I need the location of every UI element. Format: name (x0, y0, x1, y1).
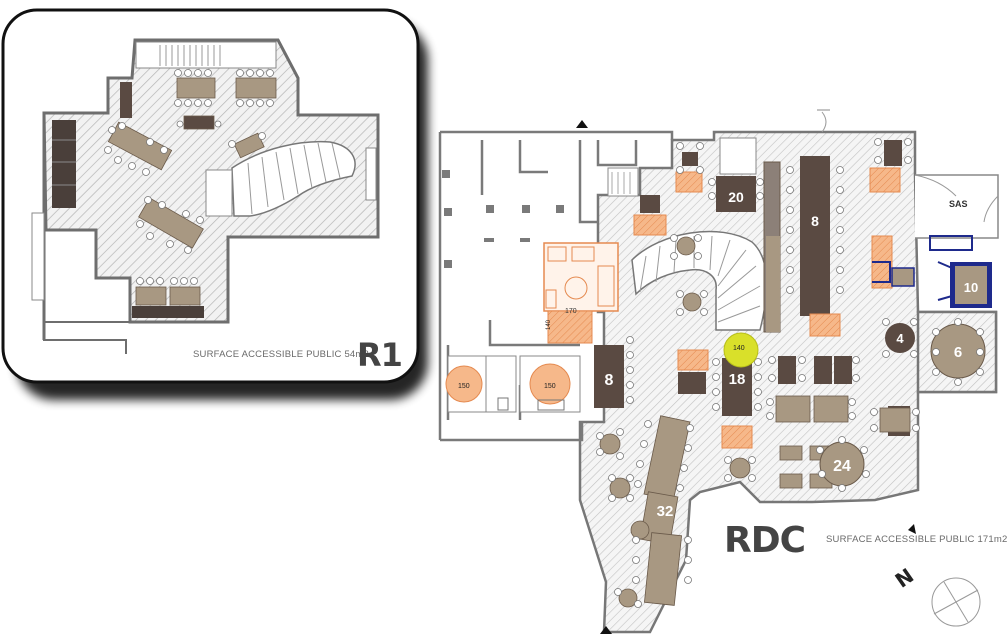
table-capacity-20: 20 (728, 189, 744, 205)
r1-chairs (104, 69, 274, 285)
table-capacity-6: 6 (954, 344, 962, 361)
rdc-round-tables (819, 323, 986, 487)
rdc-light-tables (599, 236, 911, 608)
rdc-washrooms (445, 355, 581, 413)
rdc-kitchen (543, 242, 619, 312)
rdc-surface-caption: SURFACE ACCESSIBLE PUBLIC 171m2 (826, 534, 1008, 545)
rdc-back-of-house (438, 130, 674, 442)
entrance-sas-label: SAS (949, 199, 968, 209)
dimension-label-140: 140 (733, 345, 745, 352)
dimension-label-140-b: 140 (546, 319, 552, 330)
table-capacity-10: 10 (964, 280, 978, 295)
r1-panel (1, 8, 428, 400)
r1-surface-caption: SURFACE ACCESSIBLE PUBLIC 54m2 (193, 349, 370, 360)
table-capacity-8: 8 (605, 372, 614, 389)
dimension-label-150-b: 150 (544, 383, 556, 390)
r1-level-label: R1 (357, 336, 403, 374)
table-capacity-18: 18 (729, 371, 746, 388)
rdc-orange-service-areas (633, 167, 901, 449)
rdc-bar-counter (763, 156, 830, 333)
rdc-accessible-seating (872, 235, 992, 308)
rdc-plan: 170 (438, 109, 999, 634)
dimension-label-170: 170 (565, 308, 577, 315)
r1-tables (107, 77, 277, 318)
rdc-spiral-stair (607, 137, 768, 331)
accessible-turning-circle (723, 332, 759, 368)
table-capacity-8-bar: 8 (811, 213, 819, 229)
dimension-label-150-a: 150 (458, 383, 470, 390)
compass-icon (931, 577, 981, 627)
rdc-chairs (596, 138, 984, 608)
table-capacity-32: 32 (657, 503, 674, 520)
rdc-level-label: RDC (724, 520, 806, 561)
table-capacity-24: 24 (833, 458, 851, 475)
table-capacity-4: 4 (896, 331, 904, 346)
